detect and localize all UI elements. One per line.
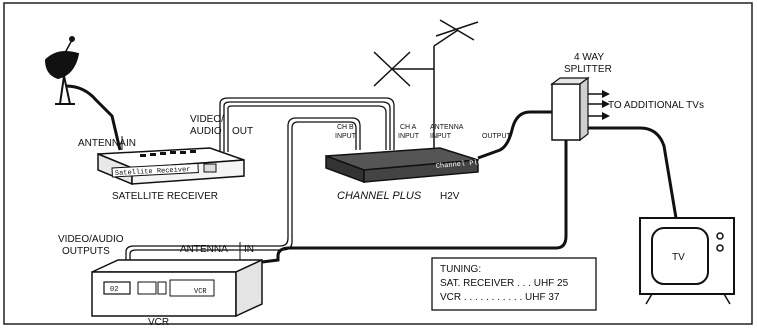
splitter-line2: SPLITTER (564, 64, 612, 75)
diagram-frame (3, 2, 753, 325)
label-ch-a-input: INPUT (398, 133, 420, 140)
vcr-display (103, 281, 131, 295)
label-vcr-outputs-1: VIDEO/AUDIO (58, 234, 124, 245)
channel-plus-h2v: Channel Plus (325, 147, 486, 184)
label-vcr-in: IN (244, 244, 254, 255)
sat-badge-text: Satellite Receiver (115, 166, 191, 178)
tuning-row1: SAT. RECEIVER . . . UHF 25 (440, 278, 569, 289)
vcr-av-cable (125, 117, 361, 262)
splitter-line1: 4 WAY (574, 52, 604, 63)
vcr-antenna-cable (261, 140, 568, 264)
sat-av-cable (219, 97, 395, 152)
label-in-sat: IN (126, 138, 136, 149)
arrow-icon (602, 90, 610, 120)
satellite-dish-icon (44, 36, 80, 105)
label-output: OUTPUT (482, 133, 512, 140)
tv-antenna-icon (373, 19, 479, 150)
tv-screen-text: TV (672, 252, 685, 263)
label-vcr-outputs-2: OUTPUTS (62, 246, 110, 257)
vcr-display-text: 02 (110, 286, 118, 294)
tuning-title: TUNING: (440, 264, 481, 275)
splitter-box (550, 76, 590, 142)
label-antenna-input2: INPUT (430, 133, 452, 140)
label-video-sat: VIDEO/ (190, 114, 224, 125)
vcr-badge-text: VCR (194, 288, 207, 296)
cp-caption-italic: CHANNEL PLUS (337, 190, 422, 202)
label-antenna-input: ANTENNA (430, 124, 464, 131)
tuning-row2: VCR . . . . . . . . . . . UHF 37 (440, 292, 560, 303)
tuning-box: TUNING: SAT. RECEIVER . . . UHF 25 VCR .… (431, 257, 597, 311)
label-ch-b-input: INPUT (335, 133, 357, 140)
label-to-tvs: TO ADDITIONAL TVs (608, 100, 704, 111)
label-ch-a: CH A (400, 124, 417, 131)
tv-cable (588, 126, 678, 219)
cp-caption-model: H2V (440, 191, 460, 202)
tv-icon: TV (639, 217, 735, 305)
vcr-caption: VCR (148, 317, 169, 328)
label-antenna-sat: ANTENNA (78, 138, 126, 149)
label-audio-sat: AUDIO (190, 126, 222, 137)
satellite-receiver: Satellite Receiver (97, 147, 245, 186)
sat-badge (111, 162, 199, 178)
output-cable (477, 110, 552, 160)
sat-caption: SATELLITE RECEIVER (112, 191, 218, 202)
label-vcr-antenna: ANTENNA (180, 244, 228, 255)
vcr: 02 VCR (91, 258, 263, 318)
label-ch-b: CH B (337, 124, 354, 131)
splitter-outputs (588, 93, 602, 117)
dish-cable (65, 84, 122, 151)
label-out-sat: OUT (232, 126, 253, 137)
